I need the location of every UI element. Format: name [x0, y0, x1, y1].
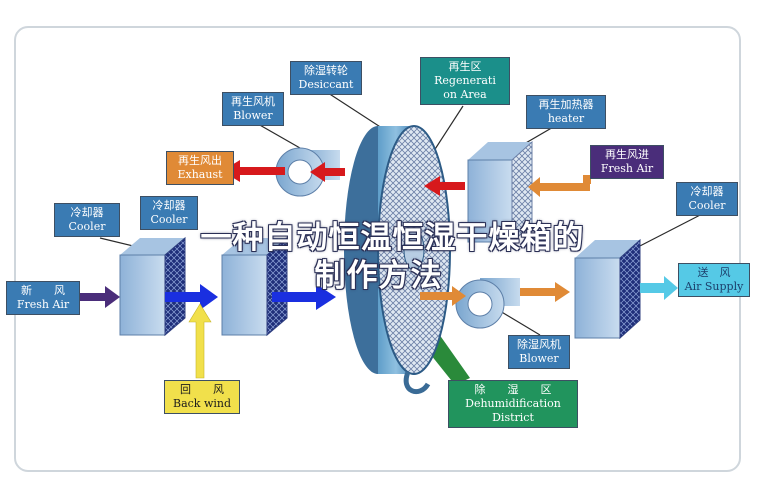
page-title-line-1: 一种自动恒温恒湿干燥箱的 [200, 220, 585, 256]
dehumid-blower-fan [455, 278, 520, 329]
cooler-box-mid [221, 236, 288, 337]
page-title-line-2: 制作方法 [314, 258, 443, 294]
airflow-arrows [80, 160, 678, 379]
cooler-box-right [574, 238, 641, 340]
diagram-frame [14, 26, 741, 472]
heater-box [467, 140, 533, 244]
cooler-box-left [119, 236, 186, 337]
